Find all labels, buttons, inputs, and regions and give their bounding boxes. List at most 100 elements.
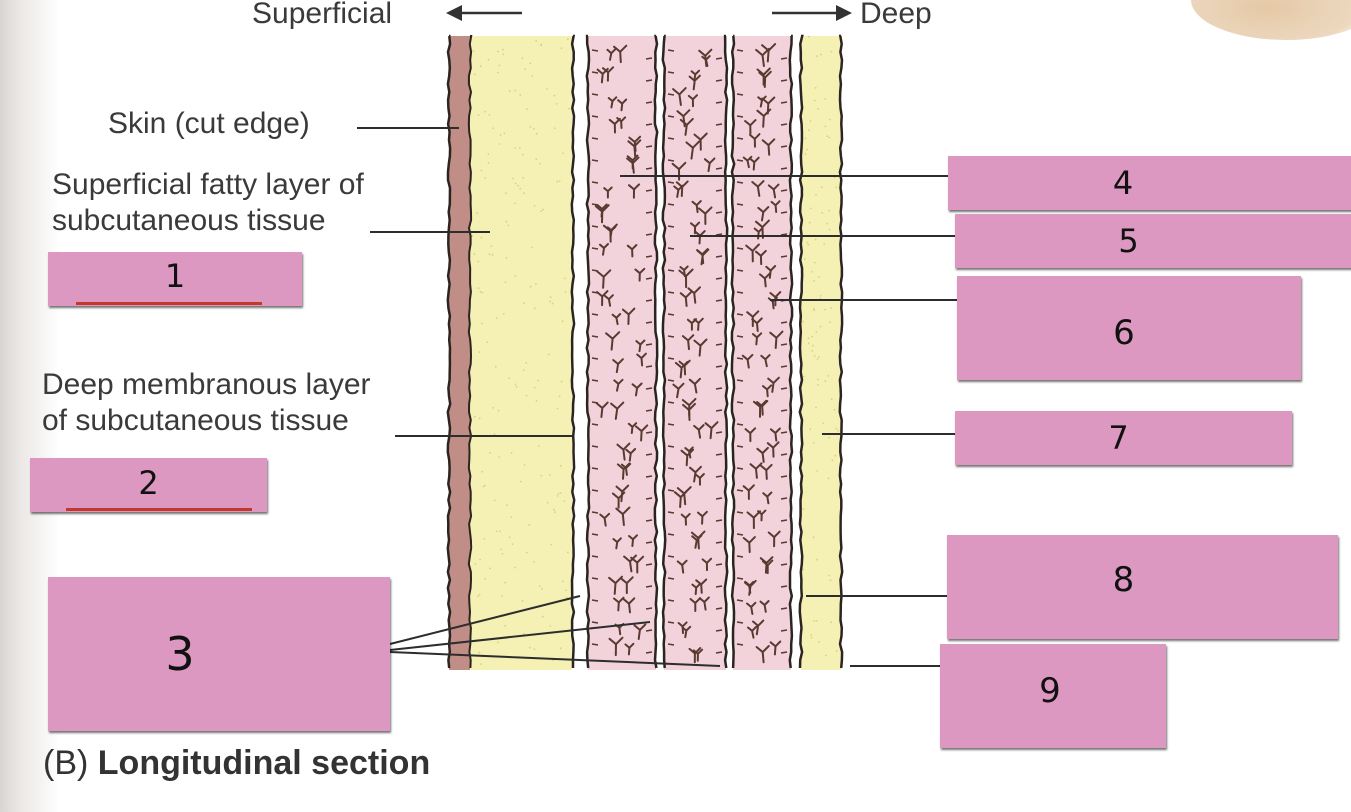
band-edge-tick <box>668 204 674 205</box>
fat-speckle <box>834 409 836 411</box>
fat-speckle <box>818 356 820 358</box>
fat-speckle <box>530 286 532 288</box>
fat-speckle <box>828 478 830 480</box>
answer-box-8[interactable]: 8 <box>947 535 1338 639</box>
fat-speckle <box>496 317 498 319</box>
fat-speckle <box>829 119 831 121</box>
fat-speckle <box>549 474 551 476</box>
fat-speckle <box>517 185 519 187</box>
fat-speckle <box>481 471 483 473</box>
fat-speckle <box>829 321 831 323</box>
fat-speckle <box>542 616 544 618</box>
fat-speckle <box>809 222 811 224</box>
fat-speckle <box>809 428 811 430</box>
fat-speckle <box>488 153 490 155</box>
band-edge-tick <box>737 226 743 227</box>
fat-speckle <box>539 585 541 587</box>
fat-speckle <box>523 369 525 371</box>
fat-speckle <box>820 326 822 328</box>
fat-speckle <box>816 620 818 622</box>
fat-speckle <box>830 579 832 581</box>
fat-speckle <box>567 552 569 554</box>
fat-speckle <box>502 49 504 51</box>
answer-box-1-underline <box>76 302 262 305</box>
band-edge-tick <box>781 190 787 191</box>
fat-speckle <box>522 57 524 59</box>
fat-speckle <box>549 625 551 627</box>
band-edge-tick <box>646 476 652 477</box>
band-edge-tick <box>646 256 652 257</box>
band-edge-tick <box>716 102 722 103</box>
fat-speckle <box>803 508 805 510</box>
fat-speckle <box>481 292 483 294</box>
fat-speckle <box>823 423 825 425</box>
fat-speckle <box>526 552 528 554</box>
fat-speckle <box>560 647 562 649</box>
fat-speckle <box>829 137 831 139</box>
band-edge-tick <box>781 586 787 587</box>
fat-speckle <box>523 192 525 194</box>
band-edge-tick <box>668 94 674 95</box>
fat-speckle <box>820 295 822 297</box>
fat-speckle <box>499 530 501 532</box>
fat-speckle <box>481 237 483 239</box>
fat-speckle <box>813 308 815 310</box>
answer-box-3[interactable]: 3 <box>48 577 390 731</box>
band-edge-tick <box>737 204 743 205</box>
answer-box-2[interactable]: 2 <box>30 458 267 512</box>
answer-box-4[interactable]: 4 <box>948 156 1351 210</box>
fat-speckle <box>811 336 813 338</box>
fat-speckle <box>499 65 501 67</box>
answer-box-9[interactable]: 9 <box>940 644 1166 748</box>
band-edge-tick <box>716 322 722 323</box>
fat-speckle <box>499 143 501 145</box>
fat-speckle <box>815 194 817 196</box>
fat-speckle <box>568 108 570 110</box>
fat-speckle <box>479 351 481 353</box>
answer-box-5[interactable]: 5 <box>955 214 1351 268</box>
fat-speckle <box>509 536 511 538</box>
band-edge-tick <box>592 622 598 623</box>
band-edge-tick <box>668 116 674 117</box>
muscle-layer-inner <box>733 36 791 670</box>
band-edge-tick <box>592 248 598 249</box>
fat-speckle <box>828 437 830 439</box>
band-edge-tick <box>646 586 652 587</box>
band-edge-tick <box>592 50 598 51</box>
fat-speckle <box>494 433 496 435</box>
fat-speckle <box>828 375 830 377</box>
band-edge-tick <box>668 226 674 227</box>
answer-box-8-number: 8 <box>1113 560 1135 600</box>
fat-speckle <box>511 452 513 454</box>
fat-speckle <box>826 223 828 225</box>
band-edge-tick <box>592 534 598 535</box>
fat-speckle <box>815 239 817 241</box>
fat-speckle <box>516 386 518 388</box>
fat-speckle <box>489 114 491 116</box>
fat-speckle <box>538 445 540 447</box>
fat-speckle <box>824 309 826 311</box>
answer-box-7[interactable]: 7 <box>955 411 1292 465</box>
fat-speckle <box>492 407 494 409</box>
answer-box-1[interactable]: 1 <box>48 252 302 306</box>
fat-speckle <box>519 147 521 149</box>
fat-speckle <box>528 524 530 526</box>
fat-speckle <box>486 341 488 343</box>
band-edge-tick <box>781 234 787 235</box>
fat-speckle <box>561 47 563 49</box>
fat-speckle <box>802 321 804 323</box>
answer-box-6[interactable]: 6 <box>957 276 1301 380</box>
band-edge-tick <box>646 564 652 565</box>
band-edge-tick <box>592 138 598 139</box>
fat-speckle <box>832 459 834 461</box>
fat-speckle <box>474 253 476 255</box>
fat-speckle <box>514 275 516 277</box>
band-edge-tick <box>592 358 598 359</box>
fat-speckle <box>497 72 499 74</box>
fat-speckle <box>557 408 559 410</box>
band-edge-tick <box>646 630 652 631</box>
band-edge-tick <box>781 630 787 631</box>
fat-speckle <box>534 307 536 309</box>
fat-speckle <box>496 531 498 533</box>
fat-speckle <box>558 493 560 495</box>
